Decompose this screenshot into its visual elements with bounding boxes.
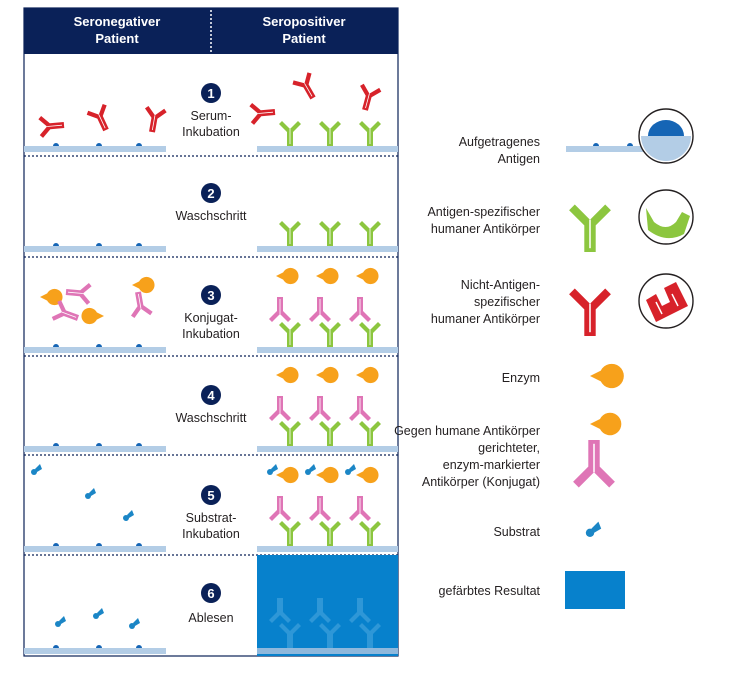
legend: Aufgetragenes Antigen Antigen-spezifisch… (394, 108, 694, 609)
svg-text:5: 5 (207, 488, 214, 503)
legend-antigen: Aufgetragenes Antigen (459, 108, 694, 166)
plate-right (257, 546, 398, 552)
svg-text:Ablesen: Ablesen (188, 611, 233, 625)
header-right-line-2: Patient (282, 31, 326, 46)
plate-right (257, 648, 398, 654)
plate-left (24, 347, 166, 353)
step-2-label: 2 Waschschritt (175, 183, 247, 223)
svg-text:Waschschritt: Waschschritt (175, 209, 247, 223)
substrate-icon (585, 521, 602, 537)
legend-nonspecific-antibody: Nicht-Antigen- spezifischer humaner Anti… (431, 273, 694, 337)
svg-text:1: 1 (207, 86, 214, 101)
step-3-label: 3 Konjugat- Inkubation (182, 285, 240, 341)
conjugate-enzyme-icon (590, 412, 622, 436)
svg-text:enzym-markierter: enzym-markierter (443, 458, 540, 472)
step-6-label: 6 Ablesen (188, 583, 234, 625)
step-6-row (24, 555, 398, 656)
svg-text:Antigen: Antigen (498, 152, 540, 166)
header-right-line-1: Seropositiver (262, 14, 345, 29)
legend-conjugate: Gegen humane Antikörper gerichteter, enz… (394, 412, 622, 489)
svg-text:Antikörper (Konjugat): Antikörper (Konjugat) (422, 475, 540, 489)
svg-text:Gegen humane Antikörper: Gegen humane Antikörper (394, 424, 540, 438)
enzyme-icon (590, 363, 624, 389)
step-4-label: 4 Waschschritt (175, 385, 247, 425)
svg-text:6: 6 (207, 586, 214, 601)
plate-right (257, 446, 398, 452)
svg-text:Substrat: Substrat (493, 525, 540, 539)
step-5-row (24, 464, 398, 552)
svg-text:Substrat-: Substrat- (186, 511, 237, 525)
legend-result: gefärbtes Resultat (439, 571, 625, 609)
svg-text:humaner Antikörper: humaner Antikörper (431, 312, 540, 326)
legend-specific-antibody: Antigen-spezifischer humaner Antikörper (427, 189, 694, 253)
plate-left (24, 648, 166, 654)
svg-text:Enzym: Enzym (502, 371, 540, 385)
svg-text:Inkubation: Inkubation (182, 125, 240, 139)
step-number-badge (201, 485, 221, 505)
svg-text:Aufgetragenes: Aufgetragenes (459, 135, 540, 149)
nonspecific-antibody-icon (568, 287, 612, 337)
step-number-badge (201, 183, 221, 203)
header-left-line-2: Patient (95, 31, 139, 46)
legend-substrate: Substrat (493, 521, 602, 539)
step-3-row (24, 267, 398, 353)
step-number-badge (201, 385, 221, 405)
svg-text:Inkubation: Inkubation (182, 527, 240, 541)
plate-right (257, 347, 398, 353)
svg-text:2: 2 (207, 186, 214, 201)
svg-text:Serum-: Serum- (191, 109, 232, 123)
plate-left (24, 546, 166, 552)
plate-left (24, 146, 166, 152)
step-1-row (24, 70, 398, 152)
svg-text:Nicht-Antigen-: Nicht-Antigen- (461, 278, 540, 292)
plate-left (24, 246, 166, 252)
specific-antibody-icon (568, 203, 612, 253)
nonspecific-zoom-icon (638, 273, 694, 329)
svg-text:gefärbtes Resultat: gefärbtes Resultat (439, 584, 541, 598)
plate-right (257, 246, 398, 252)
svg-text:Antigen-spezifischer: Antigen-spezifischer (427, 205, 540, 219)
specific-zoom-icon (638, 189, 694, 245)
step-number-badge (201, 583, 221, 603)
step-5-label: 5 Substrat- Inkubation (182, 485, 240, 541)
svg-text:3: 3 (207, 288, 214, 303)
step-2-row (24, 220, 398, 252)
step-number-badge (201, 285, 221, 305)
step-number-badge (201, 83, 221, 103)
svg-text:gerichteter,: gerichteter, (478, 441, 540, 455)
svg-text:4: 4 (207, 388, 215, 403)
header-left-line-1: Seronegativer (74, 14, 161, 29)
conjugate-antibody-icon (572, 439, 616, 489)
svg-text:Konjugat-: Konjugat- (184, 311, 238, 325)
legend-enzyme: Enzym (502, 363, 624, 389)
step-1-label: 1 Serum- Inkubation (182, 83, 240, 139)
svg-text:spezifischer: spezifischer (474, 295, 540, 309)
result-swatch (565, 571, 625, 609)
step-4-row (24, 366, 398, 452)
svg-text:Inkubation: Inkubation (182, 327, 240, 341)
plate-left (24, 446, 166, 452)
plate-icon (566, 146, 644, 152)
antigen-zoom-icon (638, 108, 694, 164)
plate-right (257, 146, 398, 152)
svg-text:Waschschritt: Waschschritt (175, 411, 247, 425)
svg-text:humaner Antikörper: humaner Antikörper (431, 222, 540, 236)
